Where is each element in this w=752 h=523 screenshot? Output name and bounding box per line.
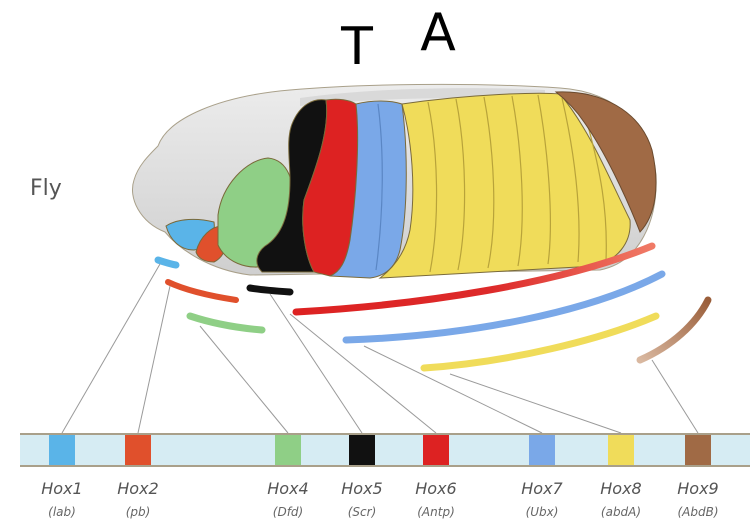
gene-box-hox9 bbox=[685, 435, 711, 465]
label-a: A bbox=[420, 3, 456, 63]
gene-product-hox6: (Antp) bbox=[417, 505, 455, 519]
label-t: T bbox=[340, 17, 373, 77]
arc-abda bbox=[424, 316, 656, 368]
gene-labels: Hox1 (lab) Hox2 (pb) Hox4 (Dfd) Hox5 (Sc… bbox=[41, 479, 718, 519]
gene-box-hox4 bbox=[275, 435, 301, 465]
arc-lab bbox=[158, 260, 176, 265]
arc-scr bbox=[250, 288, 290, 292]
gene-box-hox2 bbox=[125, 435, 151, 465]
gene-product-hox2: (pb) bbox=[126, 505, 151, 519]
gene-name-hox4: Hox4 bbox=[267, 479, 308, 498]
fly-embryo bbox=[132, 84, 656, 278]
gene-product-hox8: (abdA) bbox=[601, 505, 641, 519]
gene-name-hox9: Hox9 bbox=[677, 479, 718, 498]
gene-product-hox5: (Scr) bbox=[348, 505, 377, 519]
gene-name-hox7: Hox7 bbox=[521, 479, 563, 498]
hox-chromosome bbox=[20, 434, 750, 466]
arc-dfd bbox=[190, 316, 262, 330]
arc-abdb bbox=[640, 300, 708, 360]
gene-name-hox8: Hox8 bbox=[600, 479, 641, 498]
gene-box-hox5 bbox=[349, 435, 375, 465]
gene-product-hox9: (AbdB) bbox=[677, 505, 718, 519]
gene-box-hox1 bbox=[49, 435, 75, 465]
leader-lines bbox=[62, 264, 698, 433]
gene-name-hox6: Hox6 bbox=[415, 479, 456, 498]
gene-box-hox6 bbox=[423, 435, 449, 465]
arc-pb bbox=[168, 282, 236, 300]
gene-product-hox4: (Dfd) bbox=[273, 505, 303, 519]
gene-name-hox1: Hox1 bbox=[41, 479, 82, 498]
gene-name-hox5: Hox5 bbox=[341, 479, 382, 498]
gene-product-hox1: (lab) bbox=[48, 505, 76, 519]
gene-product-hox7: (Ubx) bbox=[526, 505, 559, 519]
gene-box-hox8 bbox=[608, 435, 634, 465]
gene-box-hox7 bbox=[529, 435, 555, 465]
gene-name-hox2: Hox2 bbox=[117, 479, 158, 498]
species-label: Fly bbox=[30, 176, 62, 201]
